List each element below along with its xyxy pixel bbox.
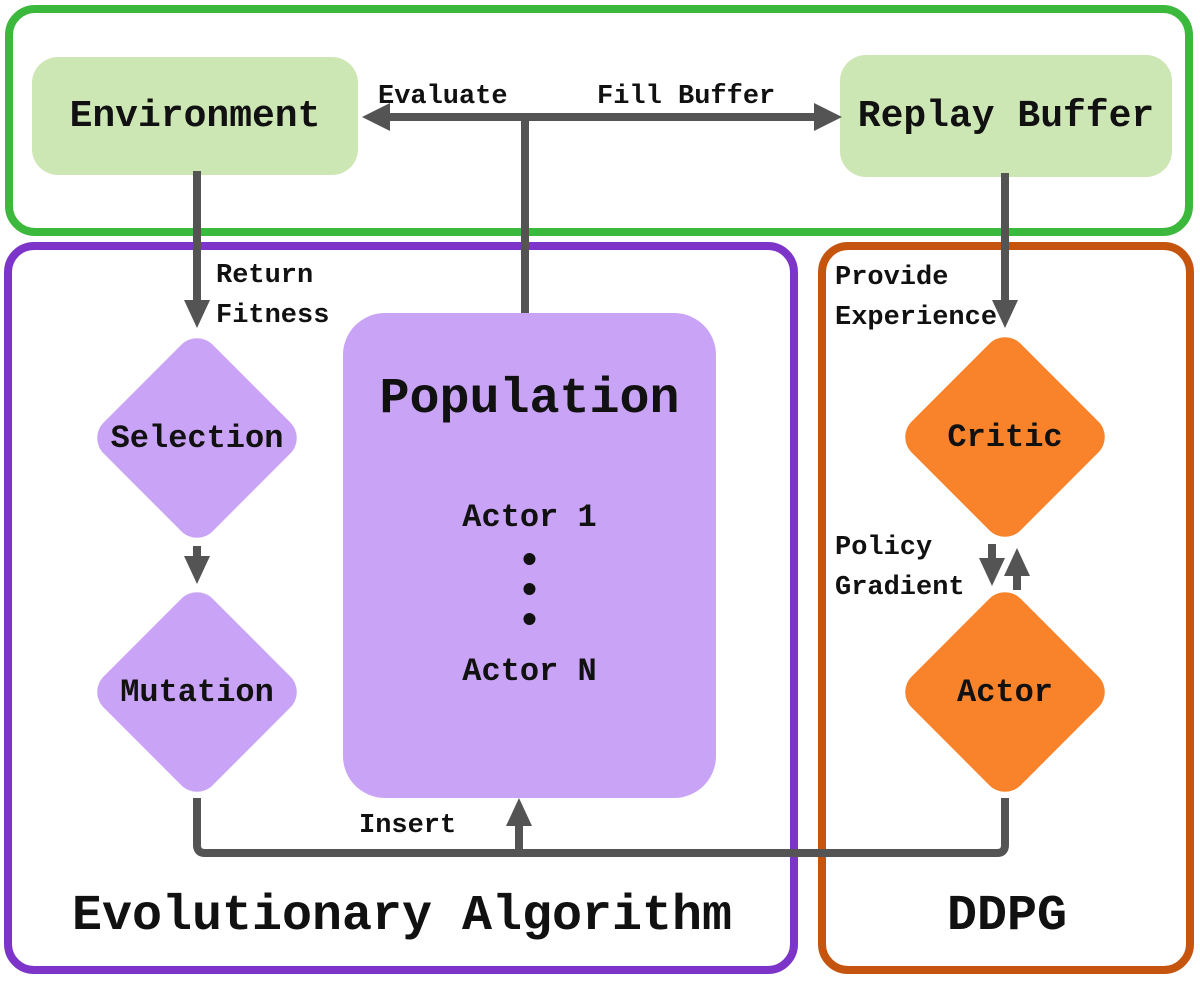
policy-gradient-line1: Policy [835, 533, 933, 563]
selection-node: Selection [87, 328, 307, 548]
population-node: Population Actor 1 • • • Actor N [343, 313, 716, 798]
ddpg-group-title: DDPG [946, 888, 1068, 945]
critic-node-label: Critic [947, 418, 1063, 456]
environment-node-label: Environment [69, 94, 321, 138]
policy-gradient-line2: Gradient [835, 573, 965, 603]
selection-node-label: Selection [110, 419, 284, 457]
provide-experience-line1: Provide [835, 263, 949, 293]
provide-experience-line2: Experience [835, 303, 998, 333]
environment-node: Environment [32, 57, 358, 175]
evolutionary-algorithm-group-box [4, 242, 798, 974]
population-actor-1: Actor 1 [462, 499, 597, 536]
ellipsis-dot: • [516, 538, 543, 586]
ellipsis-dot: • [516, 598, 543, 646]
replay-buffer-node: Replay Buffer [840, 55, 1172, 177]
population-title: Population [379, 371, 680, 428]
actor-node: Actor [895, 582, 1115, 802]
return-fitness-line2: Fitness [216, 301, 330, 331]
critic-node: Critic [895, 327, 1115, 547]
mutation-node: Mutation [87, 582, 307, 802]
environment-replay-group-box [5, 5, 1193, 236]
evaluate-edge-label: Evaluate [378, 82, 508, 112]
replay-buffer-node-label: Replay Buffer [857, 94, 1155, 138]
population-ellipsis: • • • [343, 538, 716, 646]
evolutionary-algorithm-group-title: Evolutionary Algorithm [71, 888, 733, 945]
population-actor-n: Actor N [462, 653, 597, 690]
mutation-node-label: Mutation [120, 673, 274, 711]
ellipsis-dot: • [516, 568, 543, 616]
return-fitness-line1: Return [216, 261, 314, 291]
insert-edge-label: Insert [359, 811, 457, 841]
fill-buffer-edge-label: Fill Buffer [597, 82, 776, 112]
actor-node-label: Actor [956, 673, 1053, 711]
